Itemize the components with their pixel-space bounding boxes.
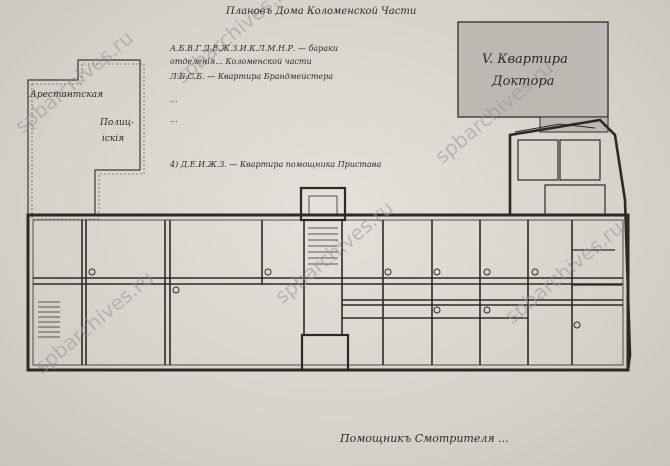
- stove-markers: [88, 268, 581, 329]
- right-wing-rooms: [517, 139, 622, 286]
- plan-title: Плановъ Дома Коломенской Части: [226, 6, 417, 17]
- legend-line-1: А.Б.В.Г.Д.Е.Ж.З.И.К.Л.М.Н.Р. — бараки: [170, 44, 338, 53]
- label-doctor: Доктора: [492, 74, 555, 89]
- signature: Помощникъ Смотрителя ...: [340, 432, 509, 445]
- legend-line-5: ...: [170, 115, 178, 124]
- central-stair: [308, 227, 338, 265]
- label-police-2: іскія: [102, 134, 125, 144]
- label-apartment: V. Квартира: [482, 52, 568, 67]
- label-arsenal: Арестантская: [30, 90, 104, 100]
- legend-line-2: отделенія... Коломенской части: [170, 57, 312, 66]
- arsenal-block-outline: [31, 63, 145, 220]
- main-building: [26, 118, 632, 372]
- legend-line-6: 4) Д.Е.И.Ж.З. — Квартира помощника Прист…: [170, 160, 382, 169]
- interior-walls: [33, 220, 623, 365]
- legend-line-3: Л.Б.С.Б. — Квартира Брандмейстера: [170, 72, 334, 81]
- stair-hatch: [38, 301, 60, 338]
- legend-line-4: ...: [170, 95, 178, 104]
- label-police: Полиц-: [100, 118, 135, 128]
- doctor-block: [457, 21, 609, 118]
